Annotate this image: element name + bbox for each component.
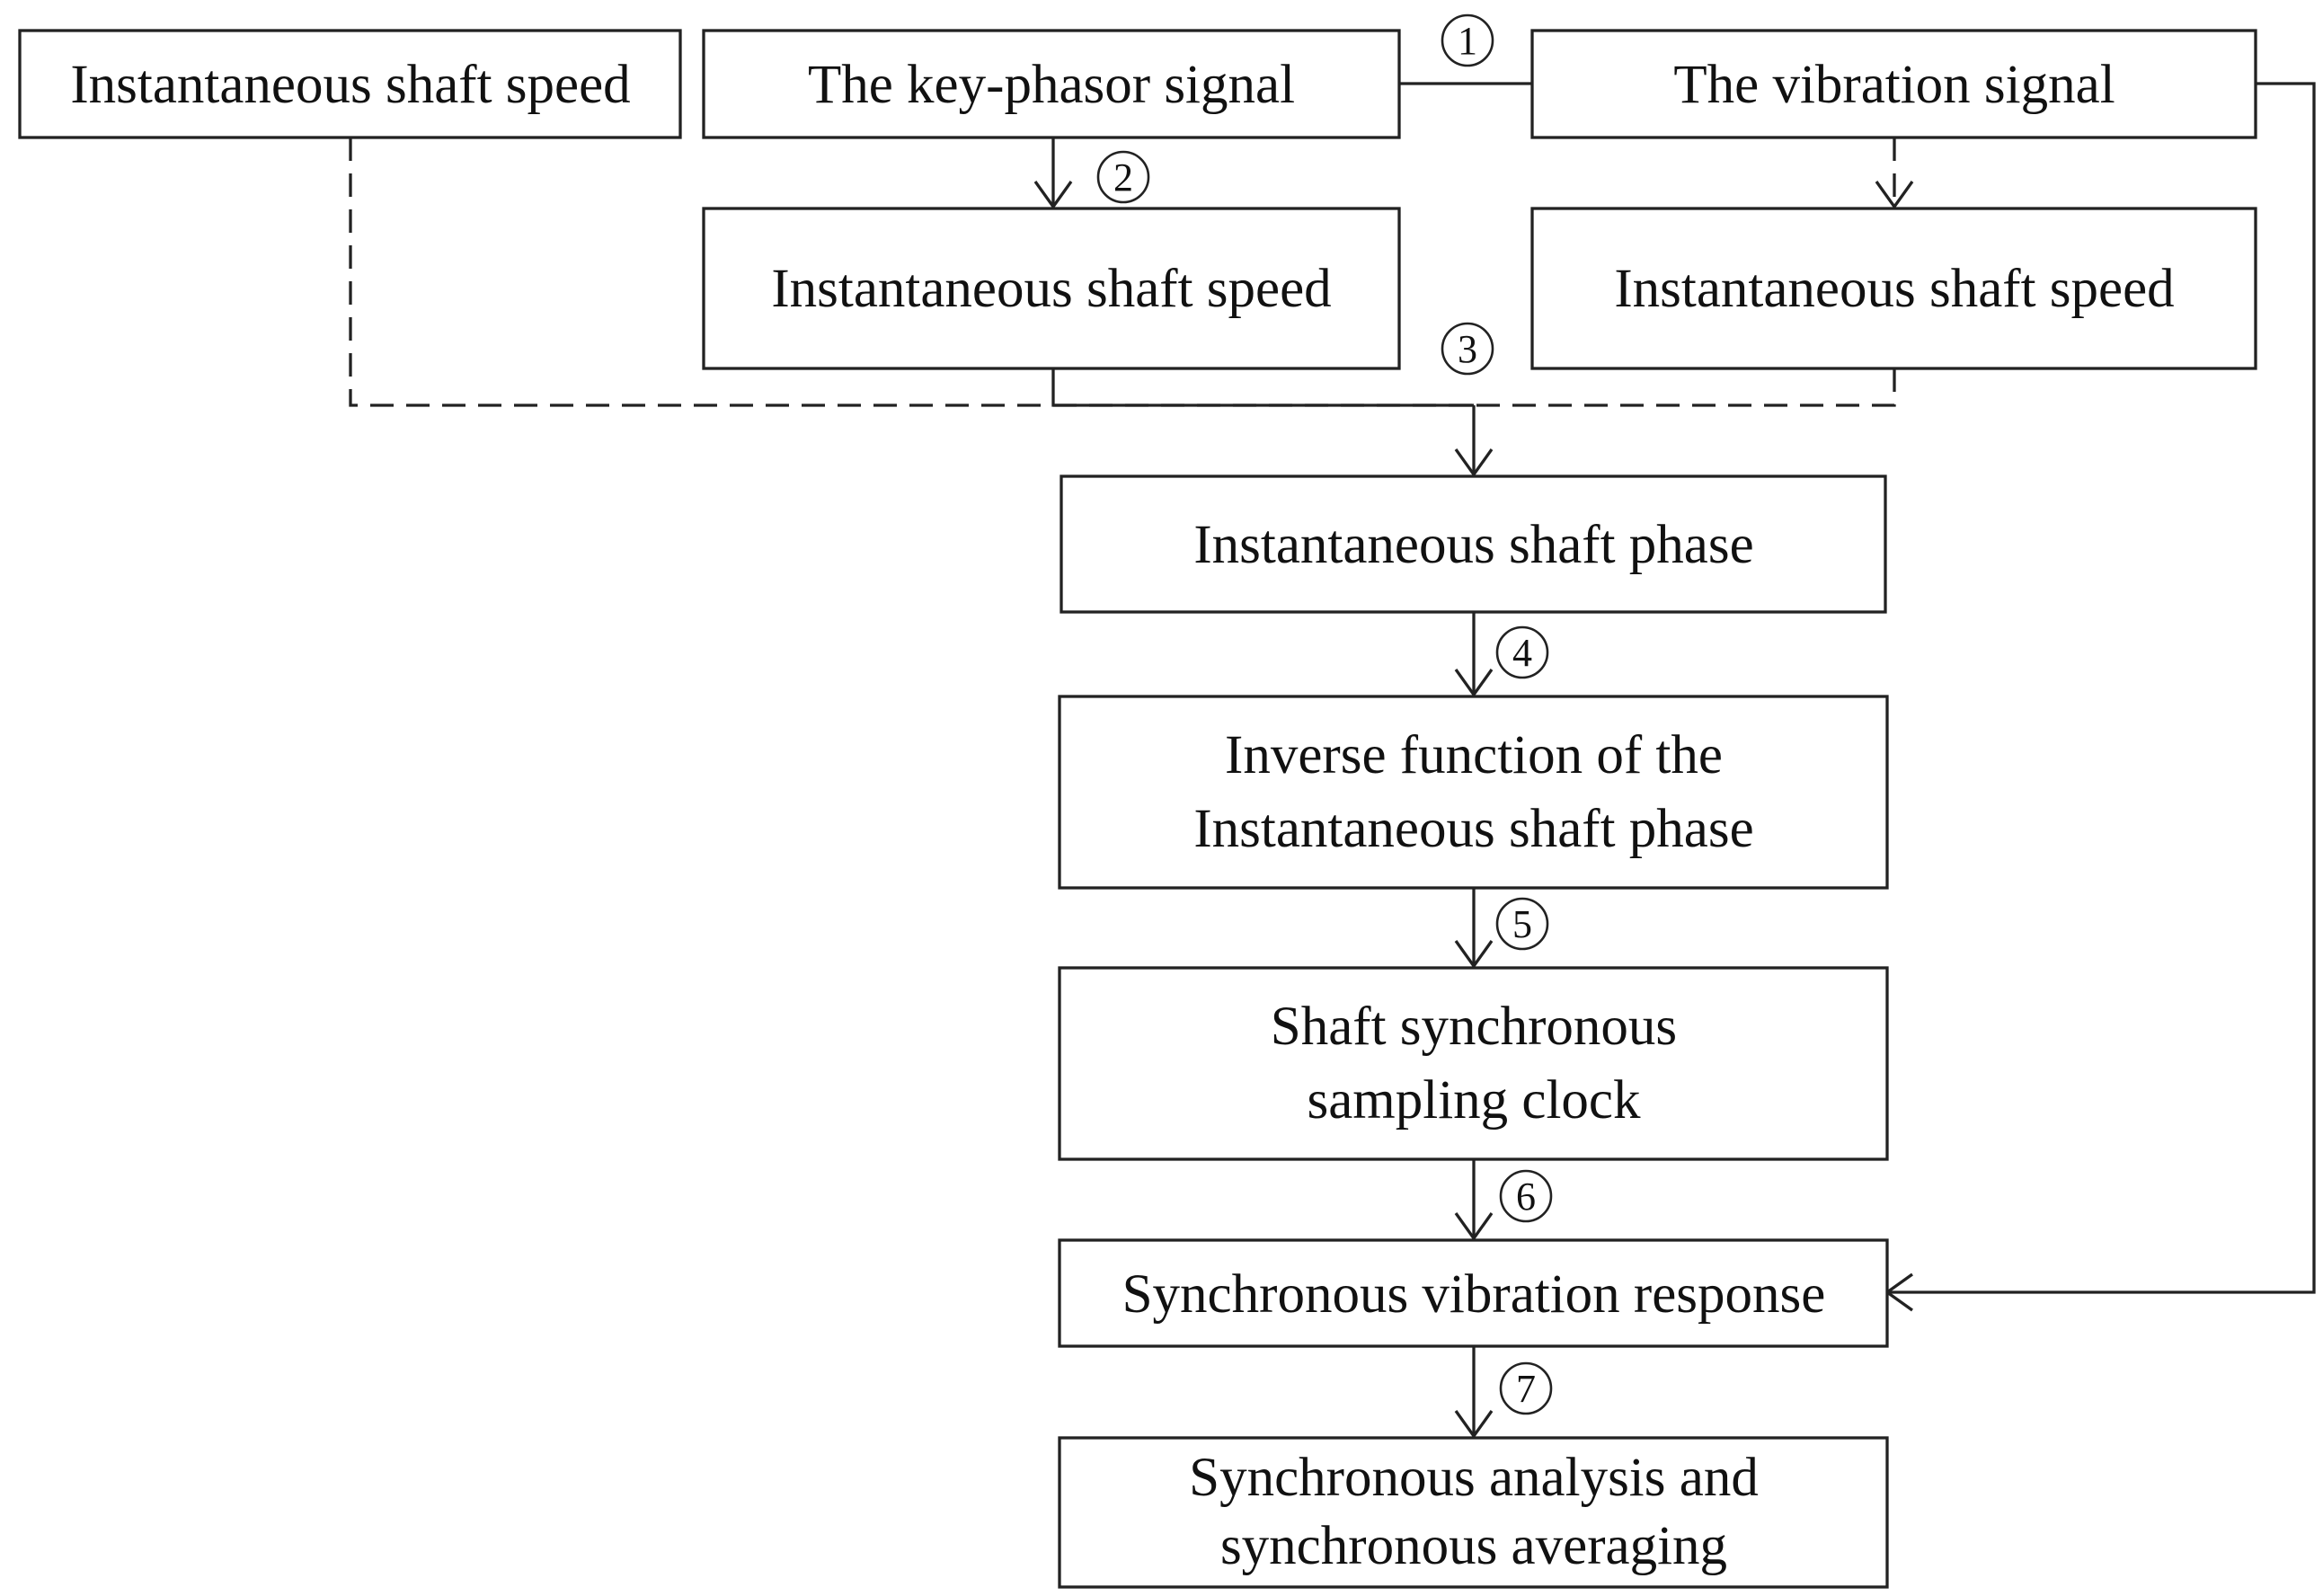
box-vibration-response-label: Synchronous vibration response	[1122, 1264, 1826, 1325]
box-iss-right: Instantaneous shaft speed	[1530, 207, 2257, 370]
box-iss-top-left-label: Instantaneous shaft speed	[70, 55, 630, 115]
step-marker-6: 6	[1499, 1169, 1553, 1223]
arrowhead-clock-to-response	[1454, 1212, 1494, 1241]
box-iss-middle-label: Instantaneous shaft speed	[771, 259, 1331, 319]
box-iss-right-label: Instantaneous shaft speed	[1614, 259, 2174, 319]
box-iss-top-left: Instantaneous shaft speed	[18, 29, 682, 139]
arrowhead-vibration-to-speed	[1875, 181, 1914, 209]
arrowhead-inverse-to-clock	[1454, 940, 1494, 969]
box-sampling-clock-line1: Shaft synchronous	[1271, 997, 1677, 1057]
step-marker-5: 5	[1495, 897, 1549, 951]
box-sampling-clock-line2: sampling clock	[1307, 1070, 1641, 1130]
box-inverse-function-line1: Inverse function of the	[1225, 725, 1723, 785]
step-marker-3: 3	[1441, 322, 1494, 376]
box-vibration-response: Synchronous vibration response	[1058, 1238, 1889, 1348]
box-iss-middle: Instantaneous shaft speed	[702, 207, 1401, 370]
box-shaft-phase: Instantaneous shaft phase	[1060, 474, 1887, 614]
box-inverse-function-line2: Instantaneous shaft phase	[1193, 799, 1753, 859]
step-marker-2-number: 2	[1113, 155, 1133, 200]
step-marker-7: 7	[1499, 1361, 1553, 1415]
connector-right-speed-dashed	[1474, 368, 1896, 407]
arrowhead-response-to-analysis	[1454, 1410, 1494, 1439]
box-keyphasor-signal-label: The key-phasor signal	[808, 55, 1295, 115]
box-shaft-phase-label: Instantaneous shaft phase	[1193, 515, 1753, 575]
box-sampling-clock: Shaft synchronous sampling clock	[1058, 966, 1889, 1161]
box-synchronous-analysis-line1: Synchronous analysis and	[1189, 1448, 1759, 1508]
arrowhead-phase-to-inverse	[1454, 669, 1494, 697]
step-marker-7-number: 7	[1516, 1367, 1536, 1411]
connector-vibration-to-response	[1887, 82, 2316, 1294]
box-inverse-function: Inverse function of the Instantaneous sh…	[1058, 695, 1889, 890]
step-marker-5-number: 5	[1512, 902, 1532, 946]
box-vibration-signal-label: The vibration signal	[1673, 55, 2115, 115]
connectors	[349, 82, 2316, 1439]
step-marker-1-number: 1	[1458, 19, 1477, 63]
box-keyphasor-signal: The key-phasor signal	[702, 29, 1401, 139]
step-marker-3-number: 3	[1458, 327, 1477, 371]
box-synchronous-analysis-line2: synchronous averaging	[1220, 1516, 1727, 1576]
arrowhead-to-shaft-phase	[1454, 448, 1494, 477]
step-marker-6-number: 6	[1516, 1175, 1536, 1219]
step-marker-4-number: 4	[1512, 631, 1532, 675]
step-marker-1: 1	[1441, 13, 1494, 67]
step-marker-4: 4	[1495, 625, 1549, 679]
box-synchronous-analysis: Synchronous analysis and synchronous ave…	[1058, 1436, 1889, 1589]
step-marker-2: 2	[1096, 150, 1150, 204]
arrowhead-keyphasor-to-speed	[1033, 181, 1073, 209]
box-vibration-signal: The vibration signal	[1530, 29, 2257, 139]
connector-middle-speed-solid	[1051, 368, 1474, 407]
